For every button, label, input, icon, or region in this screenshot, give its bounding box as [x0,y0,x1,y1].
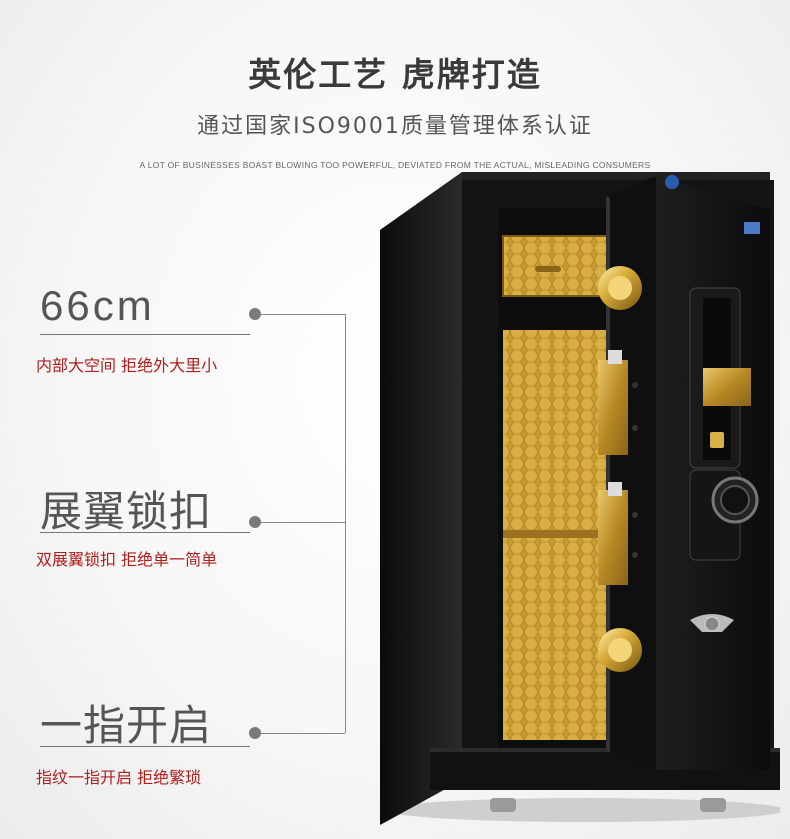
feature-title-lock: 展翼锁扣 [40,487,213,536]
feature-dot [249,727,261,739]
connector-line [345,314,346,733]
feature-dot [249,516,261,528]
feature-title-fingerprint: 一指开启 [40,701,213,750]
page-title: 英伦工艺 虎牌打造 [248,55,542,94]
feature-underline [40,334,250,335]
feature-subtitle-size: 内部大空间 拒绝外大里小 [36,356,218,375]
feature-title-size: 66cm [40,282,155,329]
feature-dot [249,308,261,320]
connector-line [261,733,345,734]
feature-underline [40,746,250,747]
connector-line [261,522,345,523]
connector-line [261,314,345,315]
tagline: A LOT OF BUSINESSES BOAST BLOWING TOO PO… [139,160,651,170]
safe-image [380,172,780,825]
feature-subtitle-lock: 双展翼锁扣 拒绝单一简单 [36,550,218,569]
feature-subtitle-fingerprint: 指纹一指开启 拒绝繁琐 [36,768,202,787]
feature-underline [40,532,250,533]
page-subtitle: 通过国家ISO9001质量管理体系认证 [197,114,593,139]
